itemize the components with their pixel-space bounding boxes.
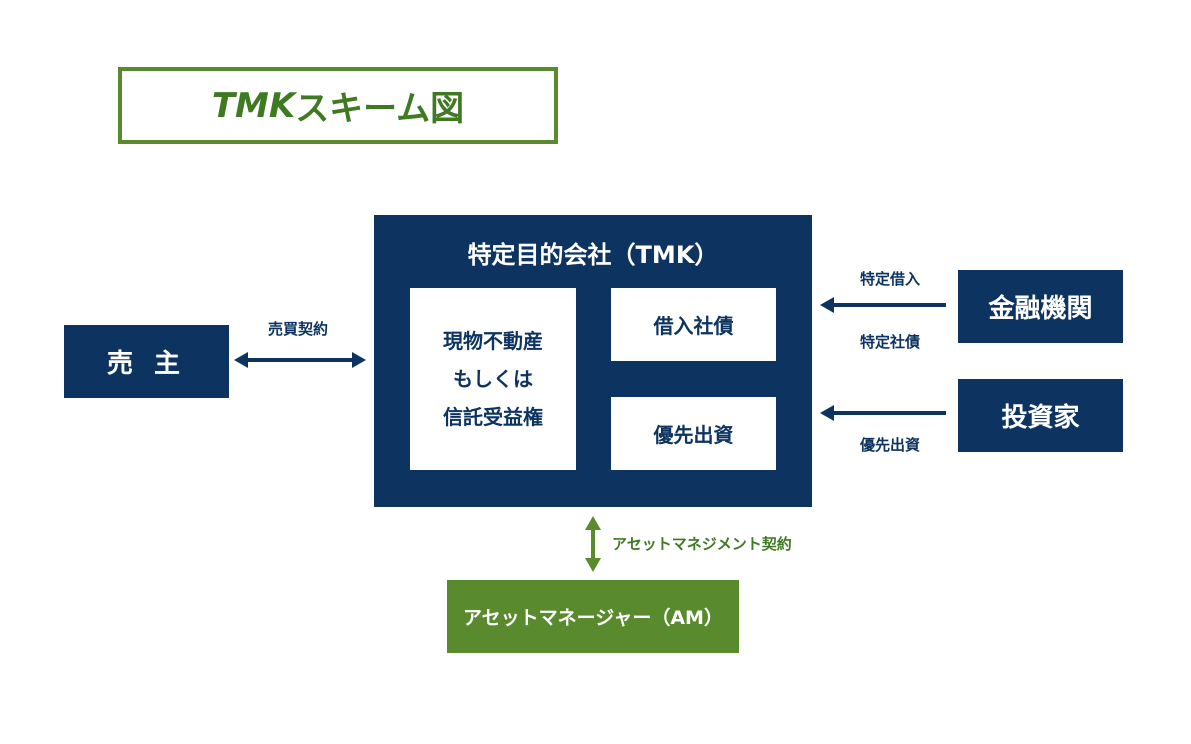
bank-arrow [820,297,946,313]
tmk-title: 特定目的会社（TMK） [467,240,719,269]
debt-box: 借入社債 [611,288,776,361]
investor-arrow [820,405,946,421]
bank-box: 金融機関 [958,270,1123,343]
sales-contract-label: 売買契約 [267,320,328,338]
title-suffix: スキーム図 [295,89,465,129]
sales-contract-arrow [234,352,366,368]
diagram-title: TMK スキーム図 [118,67,558,144]
equity-box: 優先出資 [611,397,776,470]
investor-box: 投資家 [958,379,1123,452]
asset-line-2: もしくは [453,367,533,391]
specific-loan-label: 特定借入 [859,270,920,288]
specific-bond-label: 特定社債 [859,333,920,351]
am-contract-arrow [585,516,601,572]
asset-line-1: 現物不動産 [443,329,543,353]
am-contract-label: アセットマネジメント契約 [612,535,792,553]
seller-box: 売 主 [64,325,229,398]
preferred-investment-label: 優先出資 [859,436,920,454]
asset-manager-box: アセットマネージャー（AM） [447,580,739,653]
asset-line-3: 信託受益権 [443,405,543,429]
asset-box: 現物不動産 もしくは 信託受益権 [410,288,576,470]
title-prefix: TMK [211,85,296,126]
